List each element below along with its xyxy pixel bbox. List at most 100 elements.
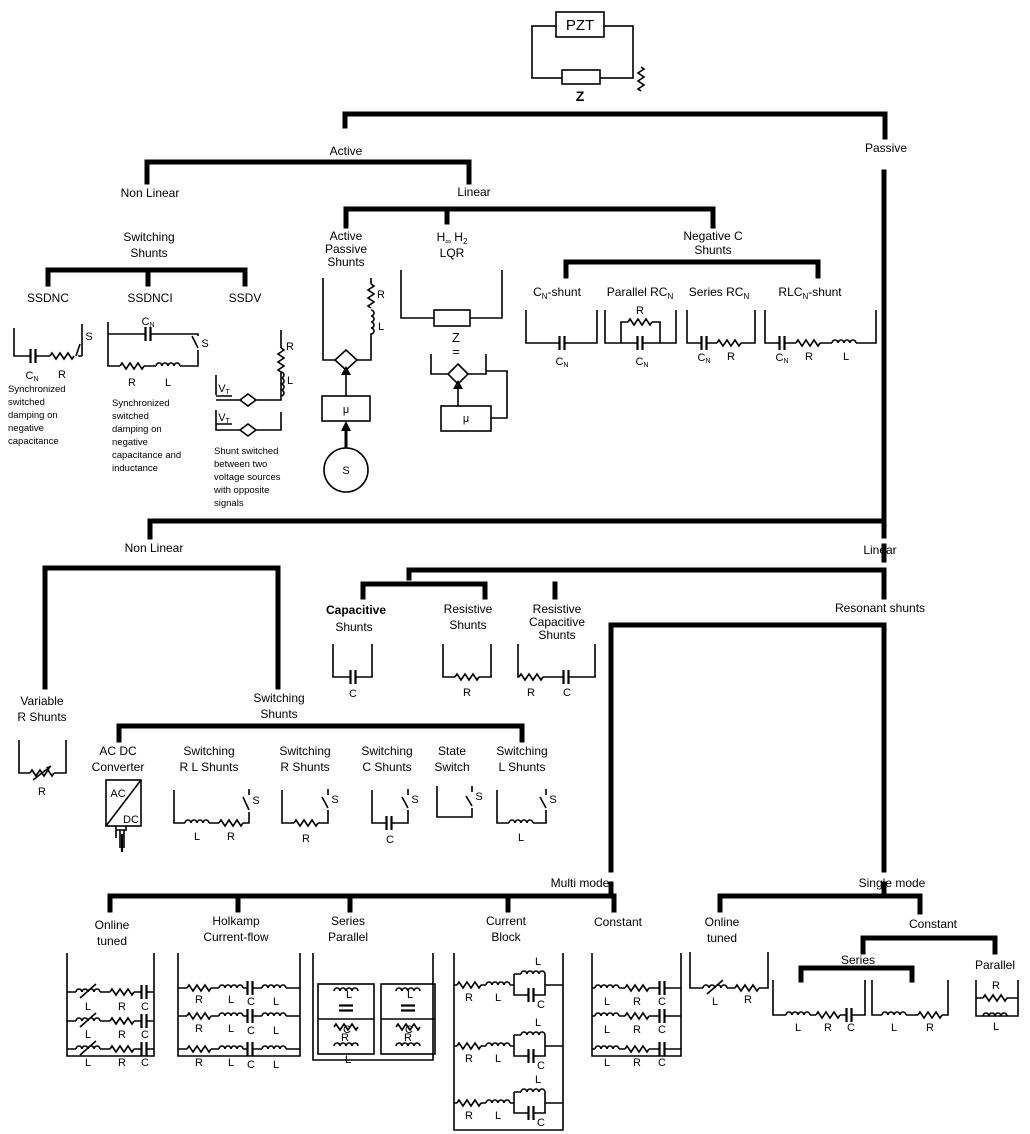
state-switch-label-2: Switch: [434, 760, 469, 774]
capacitive-label-2: Shunts: [335, 620, 372, 634]
svg-text:CN: CN: [697, 352, 710, 365]
ssdnci-note: Synchronized switched damping on negativ…: [112, 398, 181, 474]
switching-rl-label-2: R L Shunts: [180, 760, 239, 774]
svg-text:C: C: [537, 1117, 545, 1129]
pzt-label: PZT: [566, 17, 594, 34]
rlcn-shunt-label: RLCN-shunt: [778, 285, 842, 301]
sm-parallel-circuit: R L: [975, 980, 1019, 1033]
acdc-label-2: Converter: [92, 760, 145, 774]
series-rcn-circuit: CN R: [686, 310, 756, 365]
svg-text:CN: CN: [775, 352, 788, 365]
svg-text:R: R: [286, 341, 294, 353]
active-passive-label-3: Shunts: [327, 255, 364, 269]
svg-text:S: S: [342, 465, 349, 477]
svg-text:Synchronized: Synchronized: [112, 398, 170, 409]
hinf-h2-label: H∞ H2: [437, 230, 468, 246]
switching-c-label-2: C Shunts: [362, 760, 411, 774]
svg-text:CN: CN: [555, 356, 568, 369]
svg-text:Synchronized: Synchronized: [8, 384, 66, 395]
ssdv-note: Shunt switched between two voltage sourc…: [213, 446, 281, 509]
svg-text:Z: Z: [452, 330, 460, 345]
svg-text:L: L: [535, 1074, 541, 1086]
switching-c-circuit: S C: [371, 789, 419, 846]
resistive-label-2: Shunts: [449, 618, 486, 632]
holkamp-label-1: Holkamp: [212, 914, 260, 928]
switching-rl-circuit: S L R: [173, 789, 260, 843]
svg-text:VT: VT: [218, 412, 230, 425]
svg-text:switched: switched: [112, 411, 149, 422]
svg-text:R: R: [195, 1023, 203, 1035]
current-block-label-2: Block: [491, 930, 521, 944]
svg-text:switched: switched: [8, 397, 45, 408]
switching-r-label-2: R Shunts: [280, 760, 329, 774]
svg-text:L: L: [165, 377, 171, 389]
svg-text:L: L: [345, 1054, 351, 1066]
svg-text:R: R: [118, 1029, 126, 1041]
impedance-label: Z: [576, 88, 585, 104]
svg-text:Shunt switched: Shunt switched: [214, 446, 278, 457]
svg-text:L: L: [495, 992, 501, 1004]
svg-text:S: S: [475, 791, 482, 803]
switching-label-2: Shunts: [130, 246, 167, 260]
svg-text:L: L: [85, 1029, 91, 1041]
active-passive-circuit: μ S R L: [321, 278, 385, 493]
svg-text:L: L: [604, 996, 610, 1008]
svg-text:C: C: [658, 1024, 666, 1036]
svg-text:C: C: [658, 1057, 666, 1069]
svg-text:L: L: [228, 1057, 234, 1069]
rlcn-shunt-circuit: CN R L: [764, 310, 877, 365]
svg-text:S: S: [252, 795, 259, 807]
resistive-capacitive-label-1: Resistive: [533, 602, 582, 616]
passive-label: Passive: [865, 141, 907, 155]
switching-shunts-label-2: Shunts: [260, 707, 297, 721]
series-rcn-label: Series RCN: [689, 285, 750, 301]
variable-r-label-2: R Shunts: [17, 710, 66, 724]
svg-text:L: L: [85, 1057, 91, 1069]
acdc-circuit: AC DC: [105, 779, 142, 852]
svg-text:C: C: [247, 1059, 255, 1071]
svg-text:negative: negative: [112, 437, 148, 448]
switching-l-label-1: Switching: [496, 744, 547, 758]
mm-online-label-2: tuned: [97, 934, 127, 948]
svg-text:C: C: [343, 1024, 351, 1036]
resistive-capacitive-label-2: Capacitive: [529, 615, 585, 629]
negative-c-label-1: Negative C: [683, 229, 743, 243]
capacitive-label-1: Capacitive: [326, 603, 386, 617]
constant-mm-label: Constant: [594, 915, 643, 929]
sm-constant-label: Constant: [909, 917, 958, 931]
resistive-label-1: Resistive: [444, 602, 493, 616]
svg-text:damping on: damping on: [8, 410, 58, 421]
svg-text:C: C: [247, 996, 255, 1008]
svg-text:L: L: [518, 832, 524, 844]
ssdnc-circuit: S CN R: [13, 324, 93, 383]
svg-text:VT: VT: [218, 383, 230, 396]
svg-text:L: L: [604, 1057, 610, 1069]
svg-text:L: L: [228, 994, 234, 1006]
svg-text:damping on: damping on: [112, 424, 162, 435]
sm-series-label: Series: [841, 953, 875, 967]
svg-text:L: L: [273, 1059, 279, 1071]
state-switch-label-1: State: [438, 744, 466, 758]
svg-text:L: L: [535, 1017, 541, 1029]
svg-text:R: R: [118, 1001, 126, 1013]
variable-r-circuit: R: [18, 740, 67, 798]
svg-text:R: R: [465, 1110, 473, 1122]
svg-text:C: C: [563, 687, 571, 699]
single-mode-label: Single mode: [859, 876, 926, 890]
svg-text:S: S: [549, 794, 556, 806]
svg-text:L: L: [346, 989, 352, 1001]
svg-text:C: C: [537, 999, 545, 1011]
sm-online-label-1: Online: [705, 915, 740, 929]
svg-text:S: S: [201, 338, 208, 350]
resonant-label: Resonant shunts: [835, 601, 925, 615]
switching-shunts-label-1: Switching: [253, 691, 304, 705]
svg-text:S: S: [411, 794, 418, 806]
resistive-capacitive-label-3: Shunts: [538, 628, 575, 642]
